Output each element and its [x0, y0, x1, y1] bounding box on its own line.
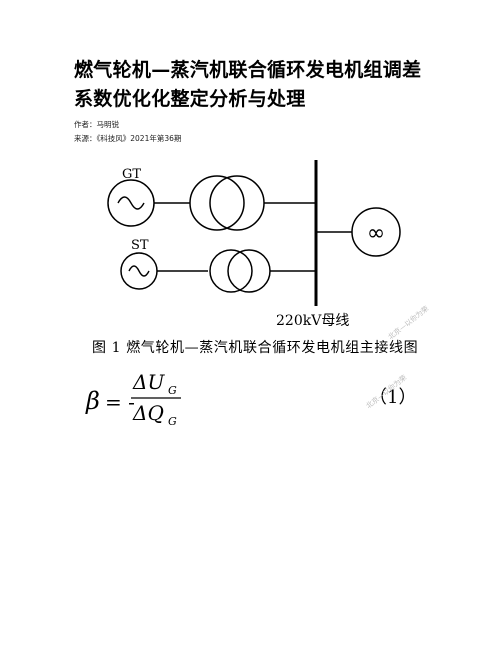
equation-equals: = - [105, 390, 135, 414]
gt-label: GT [122, 167, 141, 182]
equation-lhs: β [85, 387, 100, 415]
author-line: 作者：马明锐 [74, 120, 119, 129]
gt-transformer-winding-1 [189, 175, 245, 231]
equation-number: （1） [369, 387, 416, 408]
st-label: ST [131, 238, 149, 253]
st-transformer-winding-2 [227, 249, 271, 293]
gt-sine-wave [117, 196, 145, 210]
st-sine-wave [128, 265, 150, 277]
source-line: 来源：《科技风》2021年第36期 [74, 134, 182, 143]
equation-numerator: ΔU [132, 370, 165, 394]
equation-denominator: ΔQ [132, 401, 164, 425]
st-transformer-winding-1 [209, 249, 253, 293]
equation-numerator-sub: G [168, 384, 177, 397]
infinite-system-symbol [351, 207, 401, 257]
bus-label: 220kV母线 [276, 313, 349, 329]
infinity-icon: ∞ [367, 221, 385, 246]
equation-denominator-sub: G [168, 415, 177, 428]
figure-caption: 图 1 燃气轮机—蒸汽机联合循环发电机组主接线图 [92, 340, 419, 356]
document-title: 燃气轮机—蒸汽机联合循环发电机组调差系数优化化整定分析与处理 [74, 59, 422, 110]
